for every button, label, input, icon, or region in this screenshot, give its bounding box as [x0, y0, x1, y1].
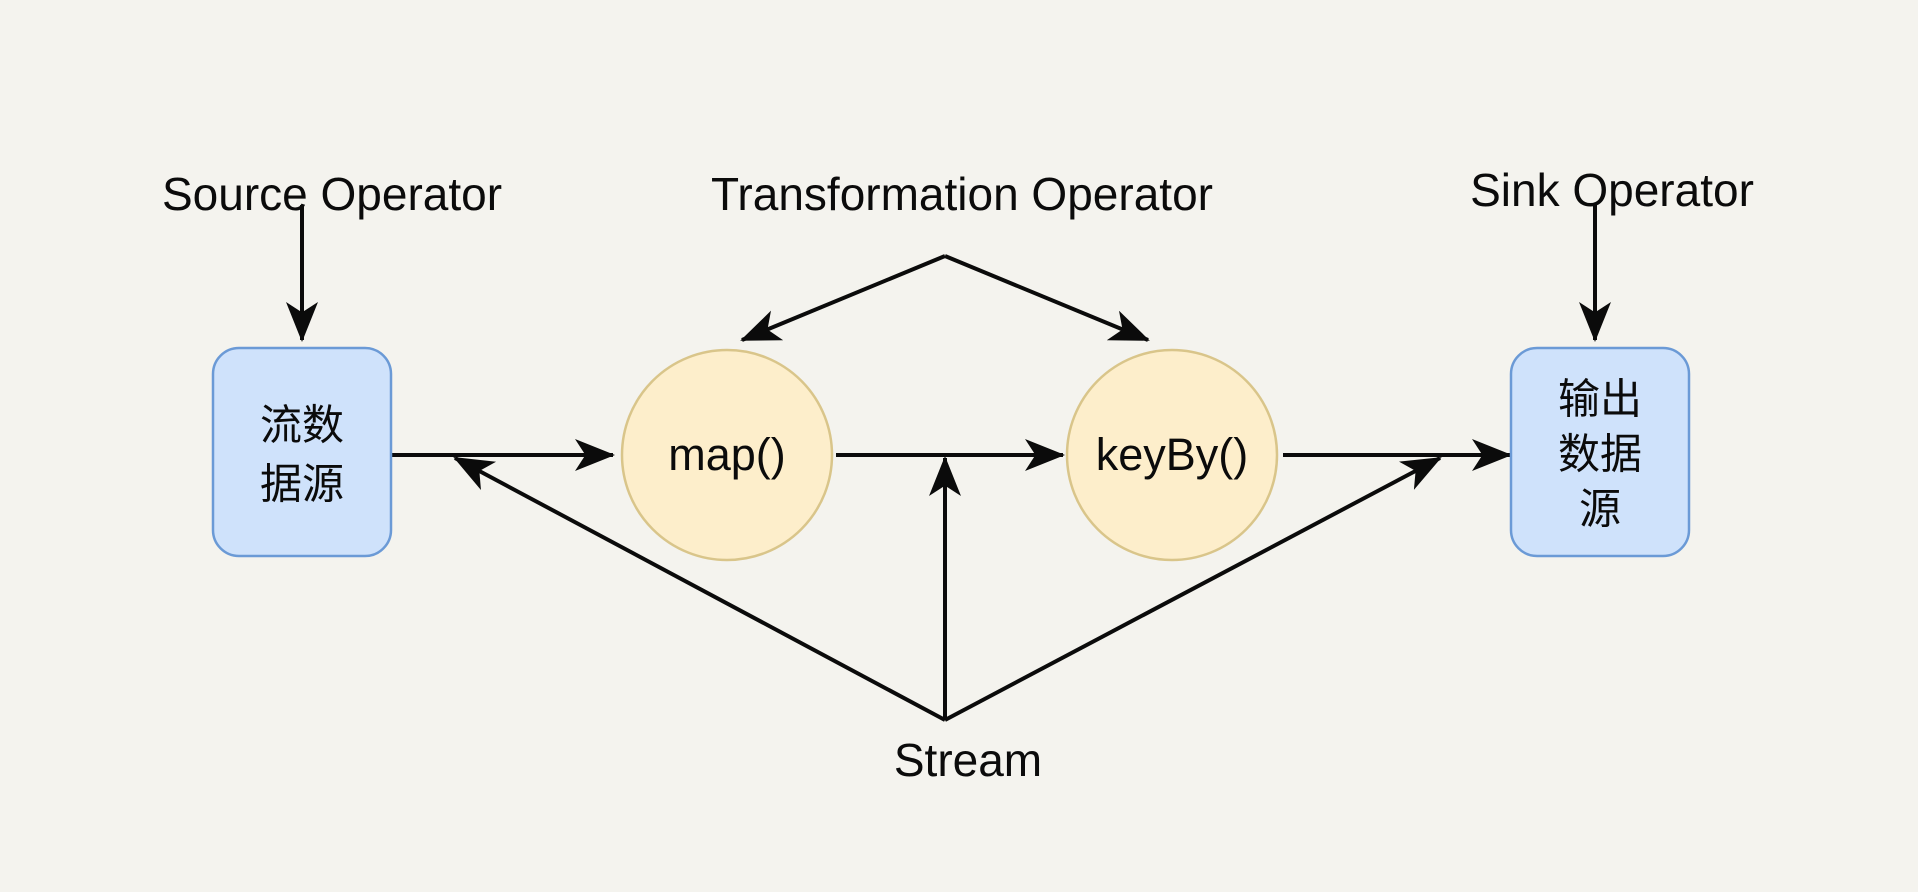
label-source-operator: Source Operator: [162, 168, 502, 220]
label-transformation-operator: Transformation Operator: [711, 168, 1213, 220]
label-stream: Stream: [894, 734, 1042, 786]
keyby-circle-shape[interactable]: [1065, 348, 1279, 562]
edge-stream-to-sink-edge: [944, 456, 1442, 722]
map-circle-label: map(): [668, 429, 786, 480]
edge-transformation-label-to-map: [740, 254, 946, 342]
source-box-label-line1: 流数: [260, 401, 344, 450]
edge-transformation-label-to-keyby: [944, 254, 1150, 342]
sink-box-label-line2: 数据: [1558, 430, 1642, 479]
label-sink-operator: Sink Operator: [1470, 164, 1754, 216]
map-circle-shape[interactable]: [620, 348, 834, 562]
node-sink-box[interactable]: 输出 数据 源: [1509, 346, 1691, 558]
source-box-label-line2: 据源: [260, 460, 344, 509]
node-keyby-circle[interactable]: keyBy(): [1065, 348, 1279, 562]
node-source-box[interactable]: 流数 据源: [211, 346, 393, 558]
keyby-circle-label: keyBy(): [1096, 429, 1249, 480]
sink-box-shape[interactable]: [1509, 346, 1691, 558]
edge-stream-to-source-edge: [453, 456, 946, 722]
node-map-circle[interactable]: map(): [620, 348, 834, 562]
source-box-shape[interactable]: [211, 346, 393, 558]
sink-box-label-line1: 输出: [1558, 375, 1642, 424]
sink-box-label-line3: 源: [1579, 485, 1621, 534]
